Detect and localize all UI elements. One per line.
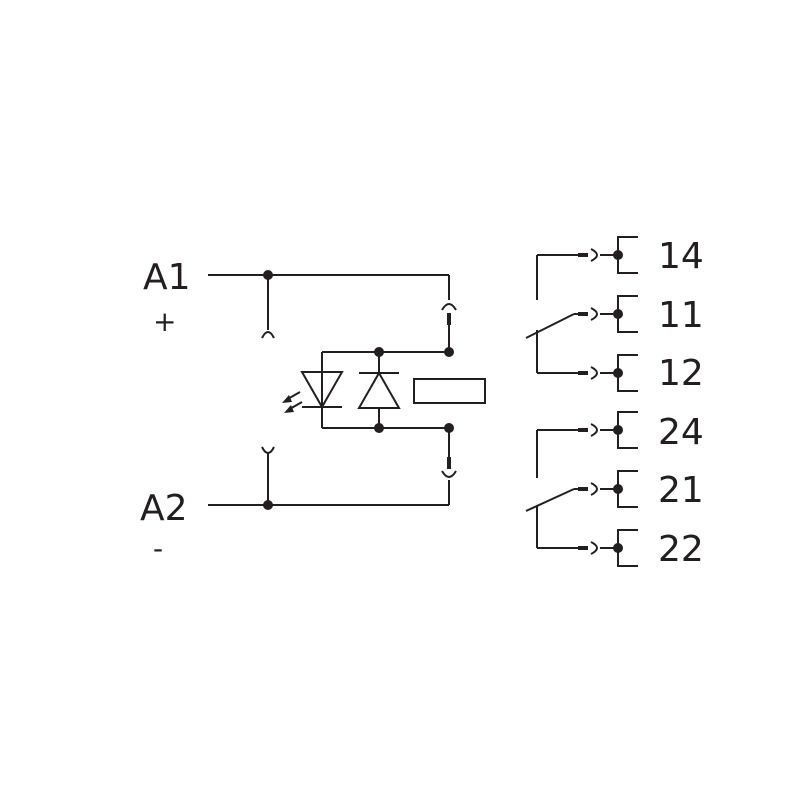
- coil-connector-top: [441, 303, 457, 352]
- relay-coil-icon: [413, 378, 486, 404]
- terminal-label-21: 21: [658, 470, 704, 511]
- contact-set-1: [525, 254, 586, 374]
- connector-socket-icon-22: [578, 529, 638, 567]
- contact-switch-icon: [525, 488, 575, 512]
- plug-connector-icon: [261, 446, 275, 454]
- light-emission-arrows-icon: [282, 391, 303, 413]
- contact-set-2: [525, 429, 586, 549]
- led-icon: [282, 352, 344, 428]
- terminal-label-14: 14: [658, 236, 704, 277]
- terminal-label-a1: A1: [143, 257, 191, 298]
- plug-connector-icon: [261, 331, 275, 339]
- terminal-label-a2: A2: [140, 488, 188, 529]
- contact-connectors: [578, 236, 638, 567]
- connector-socket-icon-14: [578, 236, 638, 274]
- polarity-label-minus: -: [153, 532, 163, 565]
- terminal-label-24: 24: [658, 412, 704, 453]
- connector-socket-icon-11: [578, 295, 638, 333]
- contact-switch-icon: [525, 313, 575, 339]
- terminal-label-12: 12: [658, 353, 704, 394]
- connector-socket-icon-24: [578, 411, 638, 449]
- terminal-label-11: 11: [658, 295, 704, 336]
- connector-socket-icon-12: [578, 354, 638, 392]
- terminal-label-22: 22: [658, 529, 704, 570]
- connector-socket-icon-21: [578, 470, 638, 508]
- supply-line-a1: [208, 270, 450, 339]
- polarity-label-plus: +: [153, 305, 176, 338]
- coil-connector-bottom: [441, 428, 457, 478]
- diode-icon: [357, 352, 401, 428]
- supply-line-a2: [208, 446, 450, 510]
